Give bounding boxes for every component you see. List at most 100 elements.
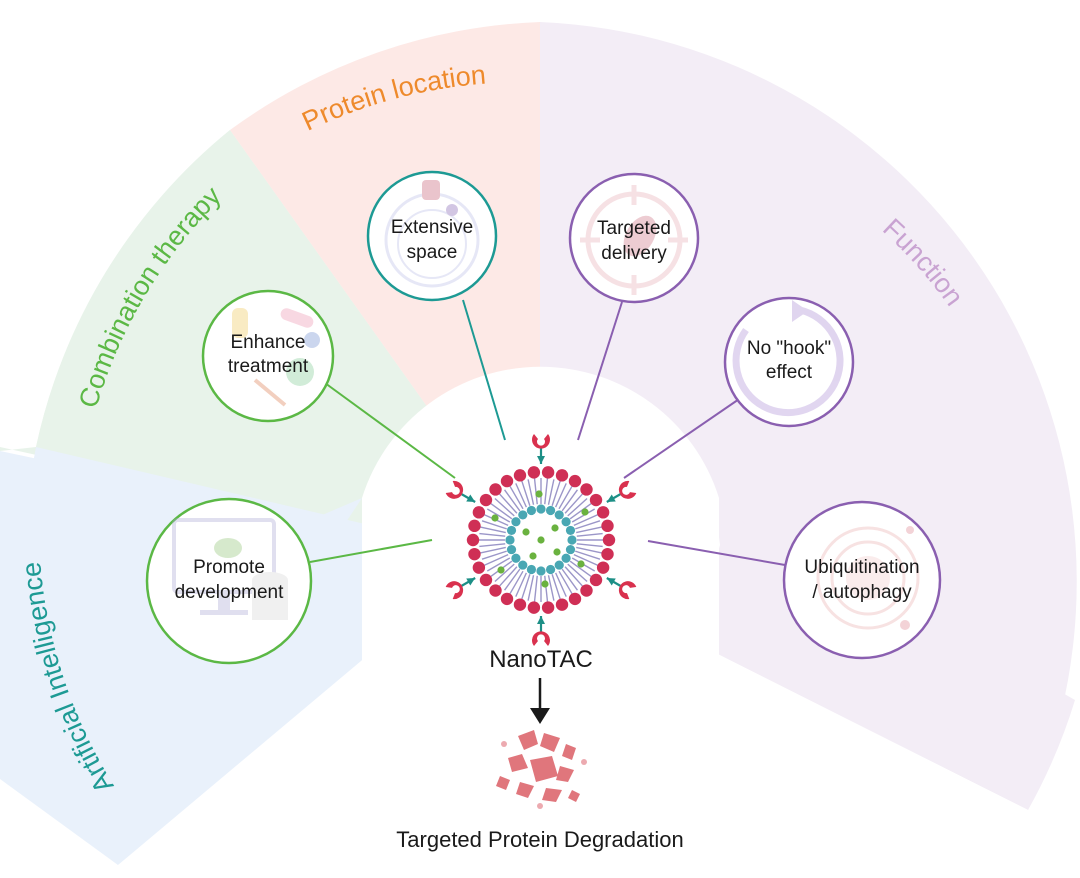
connector-extensive — [462, 299, 506, 441]
cargo-dot — [535, 490, 543, 498]
outer-bead — [541, 601, 555, 614]
lipid-tail — [555, 572, 567, 597]
pills-syringe-icon — [232, 308, 320, 407]
cargo-dot — [551, 524, 559, 532]
lipid-tail — [509, 570, 524, 595]
lipid-tail — [564, 566, 584, 587]
lipid-tail — [498, 566, 518, 587]
outer-bead — [479, 493, 493, 507]
lipid-tail — [558, 485, 573, 510]
ligand-binder — [532, 434, 550, 449]
lipid-tail — [498, 493, 518, 514]
protein-fragments-icon — [496, 730, 587, 809]
cargo-dot — [491, 514, 499, 522]
outer-bead — [601, 547, 614, 561]
inner-bead — [545, 564, 556, 575]
cargo-dot — [522, 528, 530, 536]
connector-promote — [309, 539, 433, 563]
outer-bead — [500, 592, 514, 606]
outer-bead — [589, 573, 603, 587]
outer-bead — [527, 466, 541, 479]
lipid-tail — [567, 497, 588, 517]
lipid-tail — [486, 508, 511, 523]
inner-bead — [518, 510, 528, 520]
connector-targeted — [577, 301, 623, 441]
lipid-tail — [571, 508, 596, 523]
cargo-dot — [553, 548, 561, 556]
node-ubiquitination-autophagy: Ubiquitination / autophagy — [782, 500, 942, 660]
inner-bead — [506, 544, 517, 555]
lipid-tail — [503, 568, 521, 591]
center-label-nanotac: NanoTAC — [489, 646, 593, 673]
outer-bead — [555, 469, 569, 482]
ligand-arrowhead — [606, 578, 616, 586]
lipid-tail — [486, 557, 511, 572]
outer-bead — [541, 466, 555, 479]
outer-bead — [568, 592, 582, 606]
lipid-tail — [527, 479, 535, 505]
lipid-tail — [521, 574, 531, 600]
node-extensive-line1: Extensive — [391, 217, 473, 238]
node-targeted-line1: Targeted — [597, 218, 671, 239]
computer-monitor-icon — [172, 518, 288, 620]
lipid-tail — [494, 497, 515, 517]
lipid-tail — [515, 572, 527, 597]
inner-bead — [536, 504, 546, 514]
node-promote-line2: development — [175, 582, 285, 603]
nanoparticle-icon — [445, 434, 637, 646]
hub-mask — [118, 640, 1028, 878]
autophagy-spiral-icon — [816, 526, 920, 630]
cargo-dot — [581, 508, 589, 516]
outer-bead — [589, 493, 603, 507]
lipid-tail — [564, 493, 584, 514]
outer-bead — [555, 598, 569, 611]
lipid-tail — [569, 502, 592, 520]
circular-arrow-icon — [732, 300, 844, 417]
ligand-arrowhead — [537, 456, 545, 464]
outer-bead — [489, 584, 502, 597]
lipid-tail — [561, 489, 579, 512]
inner-bead — [561, 517, 571, 527]
node-enhance-line2: treatment — [228, 356, 309, 377]
lipid-tail — [479, 543, 506, 548]
outer-bead — [472, 561, 486, 574]
crosshair-target-icon — [580, 185, 688, 295]
node-nohook-line1: No "hook" — [747, 338, 831, 359]
node-nohook-line2: effect — [766, 362, 813, 383]
outer-bead — [580, 483, 593, 496]
node-enhance-line1: Enhance — [230, 332, 305, 353]
outer-bead — [601, 519, 614, 533]
outer-bead — [468, 519, 481, 533]
inner-bead — [526, 505, 537, 516]
outer-bead — [602, 533, 616, 547]
node-ubiq-line1: Ubiquitination — [804, 557, 919, 578]
inner-bead — [567, 535, 577, 545]
cargo-dot — [537, 536, 545, 544]
lipid-tail — [544, 575, 549, 602]
lipid-tail — [573, 554, 598, 566]
inner-bead — [526, 564, 537, 575]
ligand-arrowhead — [466, 494, 476, 502]
lipid-tail — [551, 480, 561, 506]
lipid-tail — [569, 560, 592, 578]
ligand-binder — [445, 480, 464, 499]
ligand-binder — [445, 581, 464, 600]
lipid-tail — [515, 483, 527, 508]
inner-bead — [511, 517, 521, 527]
cargo-dot — [541, 580, 549, 588]
lipid-tail — [576, 546, 602, 554]
ligand-binder — [618, 581, 637, 600]
ligand-binder — [532, 631, 550, 646]
lipid-tail — [555, 483, 567, 508]
down-arrow-icon — [530, 678, 550, 724]
ligand-binder — [618, 480, 637, 499]
node-ubiq-line2: / autophagy — [812, 582, 912, 603]
ligand-arrowhead — [606, 494, 616, 502]
outer-bead — [596, 561, 610, 574]
lipid-tail — [547, 575, 555, 601]
lipid-tail — [558, 570, 573, 595]
ligand-arrowhead — [466, 578, 476, 586]
lipid-tail — [567, 563, 588, 583]
